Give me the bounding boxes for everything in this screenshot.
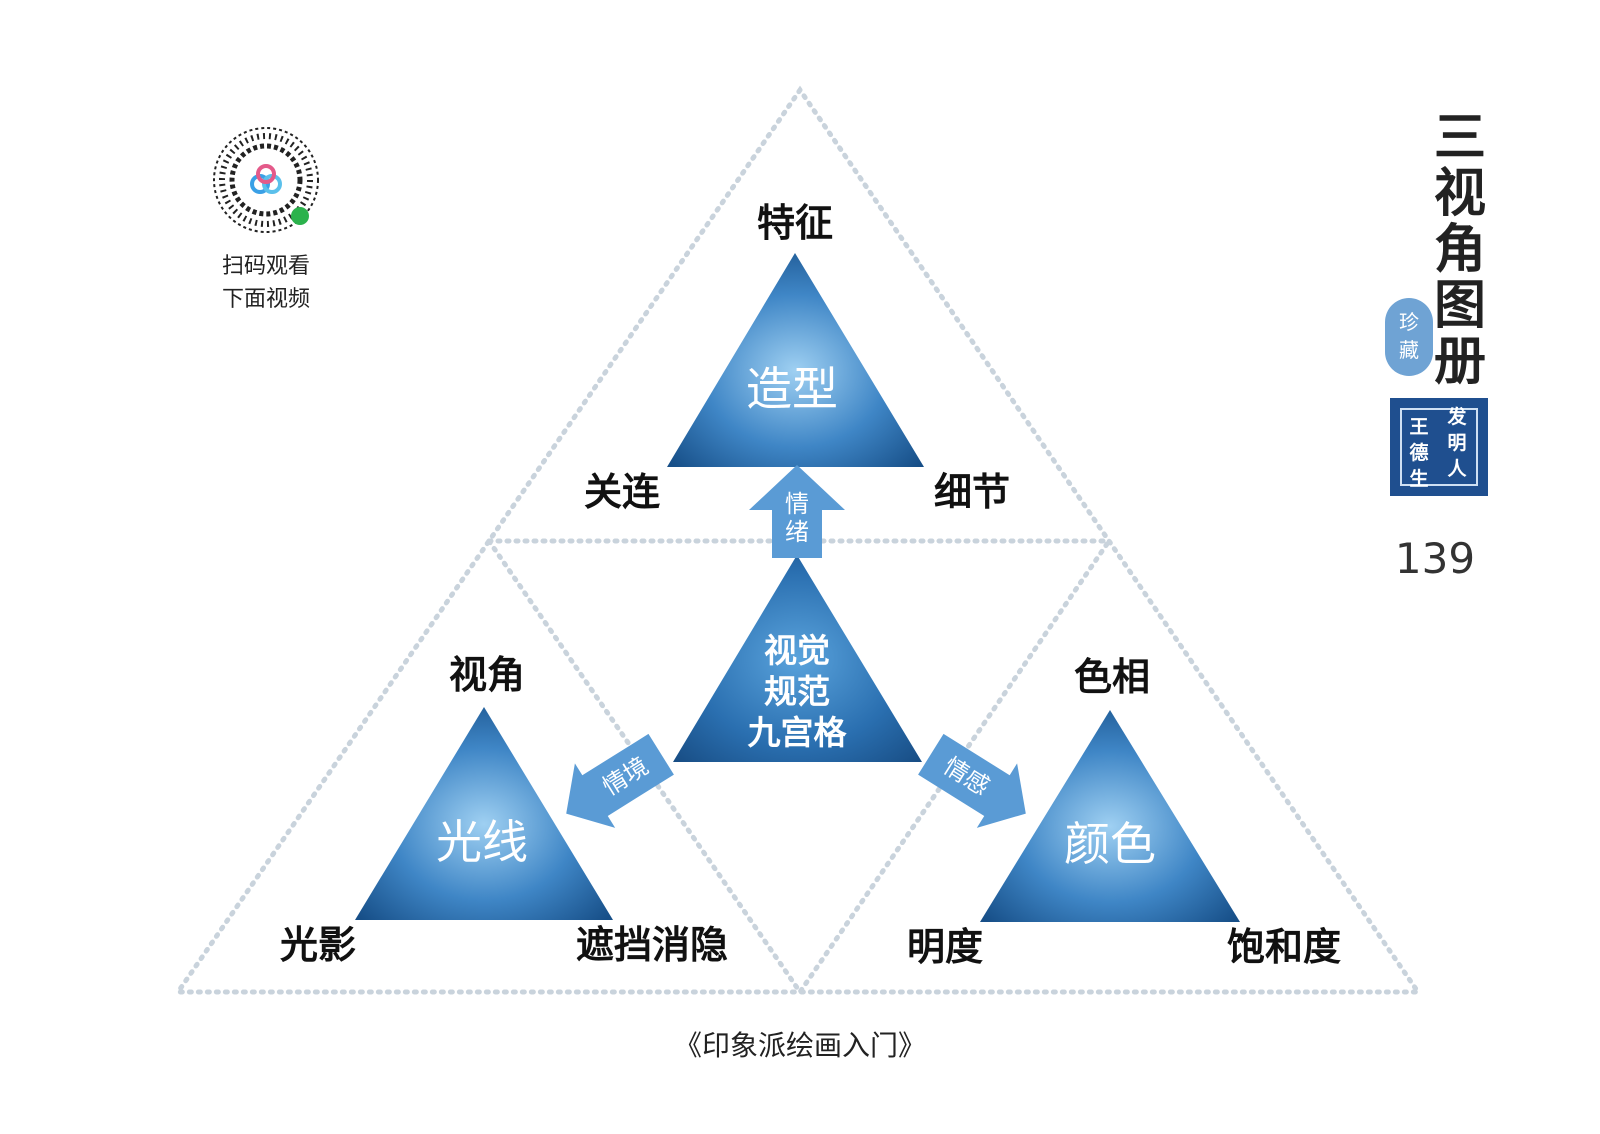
- center-line-1: 视觉: [764, 631, 830, 670]
- stamp-left-column: 王 德 生: [1404, 414, 1434, 492]
- qr-code-icon[interactable]: [213, 127, 319, 233]
- center-triangle: [673, 555, 922, 762]
- book-title: 三 视 角 图 册: [1428, 110, 1492, 390]
- triangle-color: [980, 710, 1240, 922]
- center-line-3: 九宫格: [748, 713, 848, 752]
- page-number: 139: [1394, 534, 1476, 583]
- label-hue: 色相: [1074, 655, 1150, 699]
- triangle-shape: [667, 253, 924, 467]
- seal-char: 藏: [1399, 338, 1419, 362]
- stamp-border: [1400, 408, 1478, 486]
- stamp-char: 德: [1409, 442, 1429, 464]
- book-title-char: 角: [1433, 219, 1486, 280]
- label-detail: 细节: [934, 470, 1010, 514]
- label-connection: 关连: [584, 470, 660, 514]
- book-title-char: 视: [1433, 163, 1486, 224]
- triangle-title-color: 颜色: [1064, 817, 1156, 871]
- triangle-title-shape: 造型: [746, 362, 838, 416]
- arrow-right-feeling: 情感: [918, 733, 1026, 828]
- stamp-right-column: 发 明 人: [1442, 404, 1472, 482]
- qr-caption-line-2: 下面视频: [221, 287, 310, 312]
- label-light-shadow: 光影: [280, 923, 356, 967]
- book-title-char: 三: [1433, 107, 1486, 168]
- arrow-up-label-1: 情: [785, 490, 809, 518]
- stamp-char: 发: [1447, 406, 1467, 428]
- triangle-light: [355, 707, 613, 920]
- label-brightness: 明度: [907, 925, 983, 969]
- arrow-up-label-2: 绪: [785, 518, 809, 546]
- label-saturation: 饱和度: [1227, 925, 1341, 969]
- arrow-up-emotion: [749, 465, 845, 558]
- label-feature: 特征: [757, 201, 833, 245]
- qr-caption: 扫码观看 下面视频: [196, 250, 336, 316]
- book-title-char: 图: [1433, 275, 1486, 336]
- stamp-char: 生: [1409, 468, 1429, 490]
- stamp-char: 王: [1409, 416, 1429, 438]
- book-caption: 《印象派绘画入门》: [673, 1029, 926, 1062]
- label-viewpoint: 视角: [449, 653, 525, 697]
- stamp-char: 人: [1447, 458, 1467, 480]
- center-line-2: 规范: [764, 672, 830, 711]
- stamp-char: 明: [1447, 432, 1467, 454]
- seal-char: 珍: [1399, 310, 1419, 334]
- inventor-stamp: 王 德 生 发 明 人: [1390, 398, 1488, 496]
- book-title-char: 册: [1433, 331, 1486, 392]
- arrow-left-situation: 情境: [566, 733, 674, 828]
- label-occlusion: 遮挡消隐: [576, 923, 728, 967]
- qr-caption-line-1: 扫码观看: [221, 254, 310, 279]
- collection-seal: 珍 藏: [1385, 298, 1433, 376]
- triangle-title-light: 光线: [436, 815, 528, 869]
